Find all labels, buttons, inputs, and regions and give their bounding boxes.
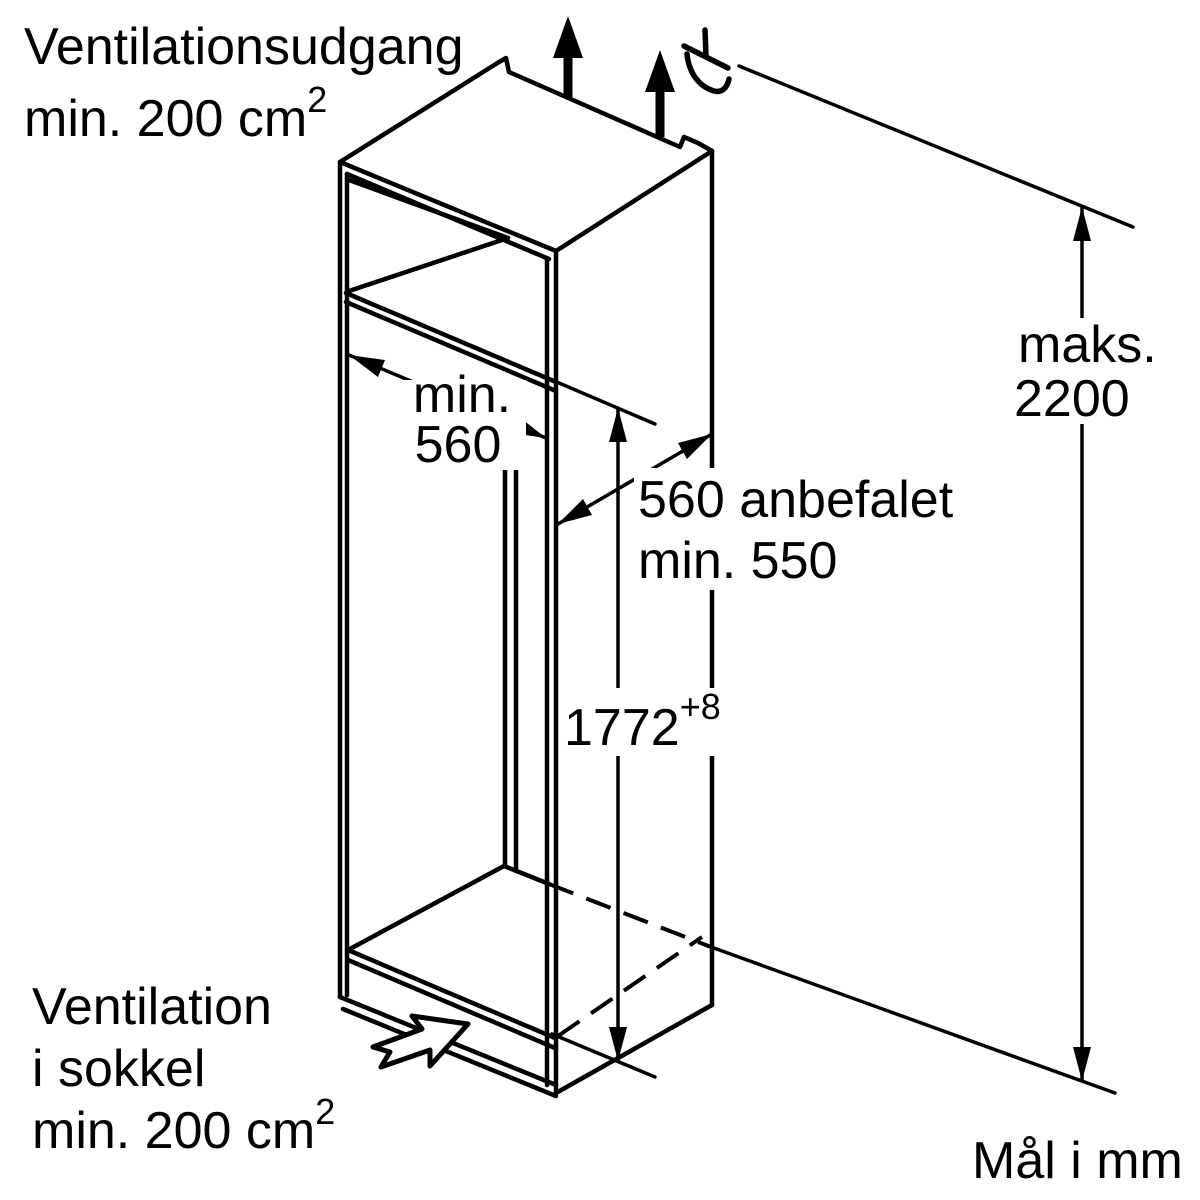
plinth-airflow-arrow-icon [370, 1013, 471, 1070]
airflow-icons [370, 16, 732, 1070]
bottom-vent-label-line1: Ventilation [32, 978, 272, 1036]
niche-height-arrowhead-bottom [609, 1027, 627, 1061]
vent-compartment-shelf-back-edge [346, 235, 511, 294]
labels: Ventilationsudgang min. 200 cm2 min. 560… [24, 18, 1183, 1190]
airflow-bend-icon [681, 27, 732, 95]
max-height-top-reference-line [737, 64, 1135, 229]
max-height-label-value: 2200 [1014, 370, 1130, 428]
niche-width-label-value: 560 [415, 416, 502, 474]
top-face-left-edge [337, 59, 502, 165]
bottom-right-edge [553, 1002, 715, 1096]
top-airflow-up-arrow-icon-1 [553, 16, 583, 97]
top-vent-label-line1: Ventilationsudgang [24, 18, 464, 76]
floor-left-edge [345, 863, 507, 953]
reference-lines [543, 64, 1135, 1095]
floor-front-top-edge [345, 947, 558, 1041]
niche-depth-arrowhead-front [558, 499, 592, 524]
niche-depth-arrowhead-back [678, 434, 712, 459]
niche-width-arrowhead-left [349, 355, 385, 377]
floor-back-edge-hidden [548, 882, 712, 949]
floor-back-edge-visible [501, 863, 552, 887]
floor-right-edge-hidden [556, 935, 704, 1038]
niche-height-bottom-extension-line [550, 1032, 657, 1079]
max-height-arrowhead-top [1073, 207, 1091, 241]
top-vent-label-line2: min. 200 cm2 [24, 79, 327, 148]
top-airflow-up-arrow-icon-2 [645, 50, 675, 137]
niche-height-top-extension-line [543, 375, 657, 426]
floor-front-bottom-edge [345, 957, 558, 1051]
max-height-arrowhead-bottom [1073, 1047, 1091, 1081]
vent-compartment-back-top-edge [346, 177, 511, 241]
max-height-bottom-reference-line [709, 945, 1117, 1095]
bottom-vent-label-line3: min. 200 cm2 [32, 1091, 335, 1160]
bottom-vent-label-line2: i sokkel [32, 1040, 205, 1098]
niche-height-label: 1772+8 [564, 686, 721, 757]
plinth-rail-bottom-edge [340, 1006, 559, 1099]
niche-depth-label-line1: 560 anbefalet [638, 471, 954, 529]
top-face-back-edge-with-vent-notches [496, 55, 715, 154]
niche-height-arrowhead-top [609, 408, 627, 442]
label-backgrounds [400, 318, 1186, 756]
max-height-label-word: maks. [1018, 316, 1157, 374]
shelf-front-top-edge [343, 290, 559, 385]
units-note-label: Mål i mm [972, 1132, 1183, 1190]
shelf-front-bottom-edge [343, 299, 559, 394]
top-face-front-edge [337, 159, 559, 254]
niche-depth-label-line2: min. 550 [638, 532, 837, 590]
hidden-edges [548, 882, 712, 1038]
cabinet-outline [337, 55, 715, 1099]
niche-width-label-word: min. [413, 366, 511, 424]
top-face-right-edge [553, 148, 715, 254]
